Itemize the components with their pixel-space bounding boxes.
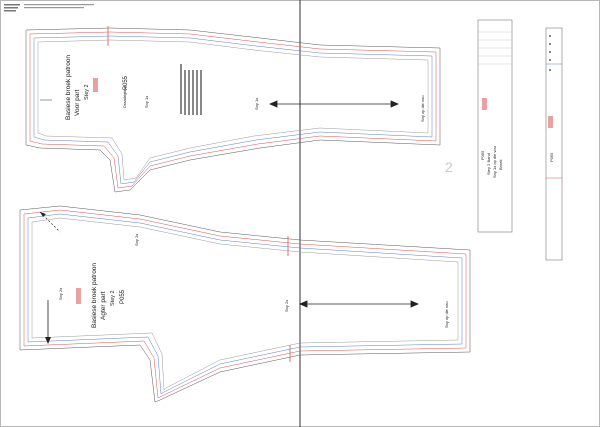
- front-grain-note: Draadrigting: [122, 86, 127, 108]
- back-piece-outline: [19, 205, 471, 403]
- back-dart: [39, 211, 61, 344]
- front-mid-label: Sny 1x: [254, 98, 259, 110]
- band-piece: P055 Stey 2 Band Sny 1x op die vou Broek: [477, 19, 513, 233]
- strip-code: P055: [549, 152, 554, 162]
- back-size: Stey 2: [110, 290, 116, 306]
- front-title: Basiese broek patroon: [65, 55, 72, 120]
- front-piece-labels: Basiese broek patroon Voor part Stey 2 D…: [65, 55, 425, 122]
- back-right-label: Sny op die vou: [444, 302, 449, 328]
- strip-piece: P055: [545, 27, 563, 261]
- front-size: Stey 2: [84, 84, 90, 100]
- front-side-label: Sny 1x: [144, 96, 149, 108]
- back-title: Basiese broek patroon: [91, 263, 98, 328]
- band-line4: Broek: [498, 160, 503, 170]
- header-info: [4, 4, 94, 12]
- back-mid-label: Sny 2x: [284, 300, 289, 312]
- back-piece-labels: Basiese broek patroon Agter part Stey 2 …: [58, 234, 449, 328]
- band-line2: Stey 2 Band: [486, 153, 491, 175]
- front-code: P055: [123, 75, 129, 90]
- page-number: 2: [445, 159, 453, 175]
- back-code: P055: [120, 289, 126, 304]
- back-top-label: Sny 2x: [134, 234, 139, 246]
- front-grain-arrow: [268, 100, 400, 108]
- band-size-highlight: [482, 98, 487, 110]
- front-size-table: [180, 64, 202, 115]
- back-grain-arrow: [298, 300, 420, 308]
- front-size-highlight: [93, 78, 98, 92]
- band-title: P055: [480, 150, 485, 160]
- front-part: Voor part: [74, 89, 81, 116]
- back-side-label: Sny 2x: [58, 288, 63, 300]
- band-line3: Sny 1x op die vou: [492, 146, 497, 178]
- front-right-label: Sny op die vou: [420, 96, 425, 122]
- strip-size-highlight: [548, 116, 553, 128]
- back-size-highlight: [76, 288, 81, 304]
- front-piece-outline: [25, 27, 441, 193]
- back-part: Agter part: [100, 291, 107, 320]
